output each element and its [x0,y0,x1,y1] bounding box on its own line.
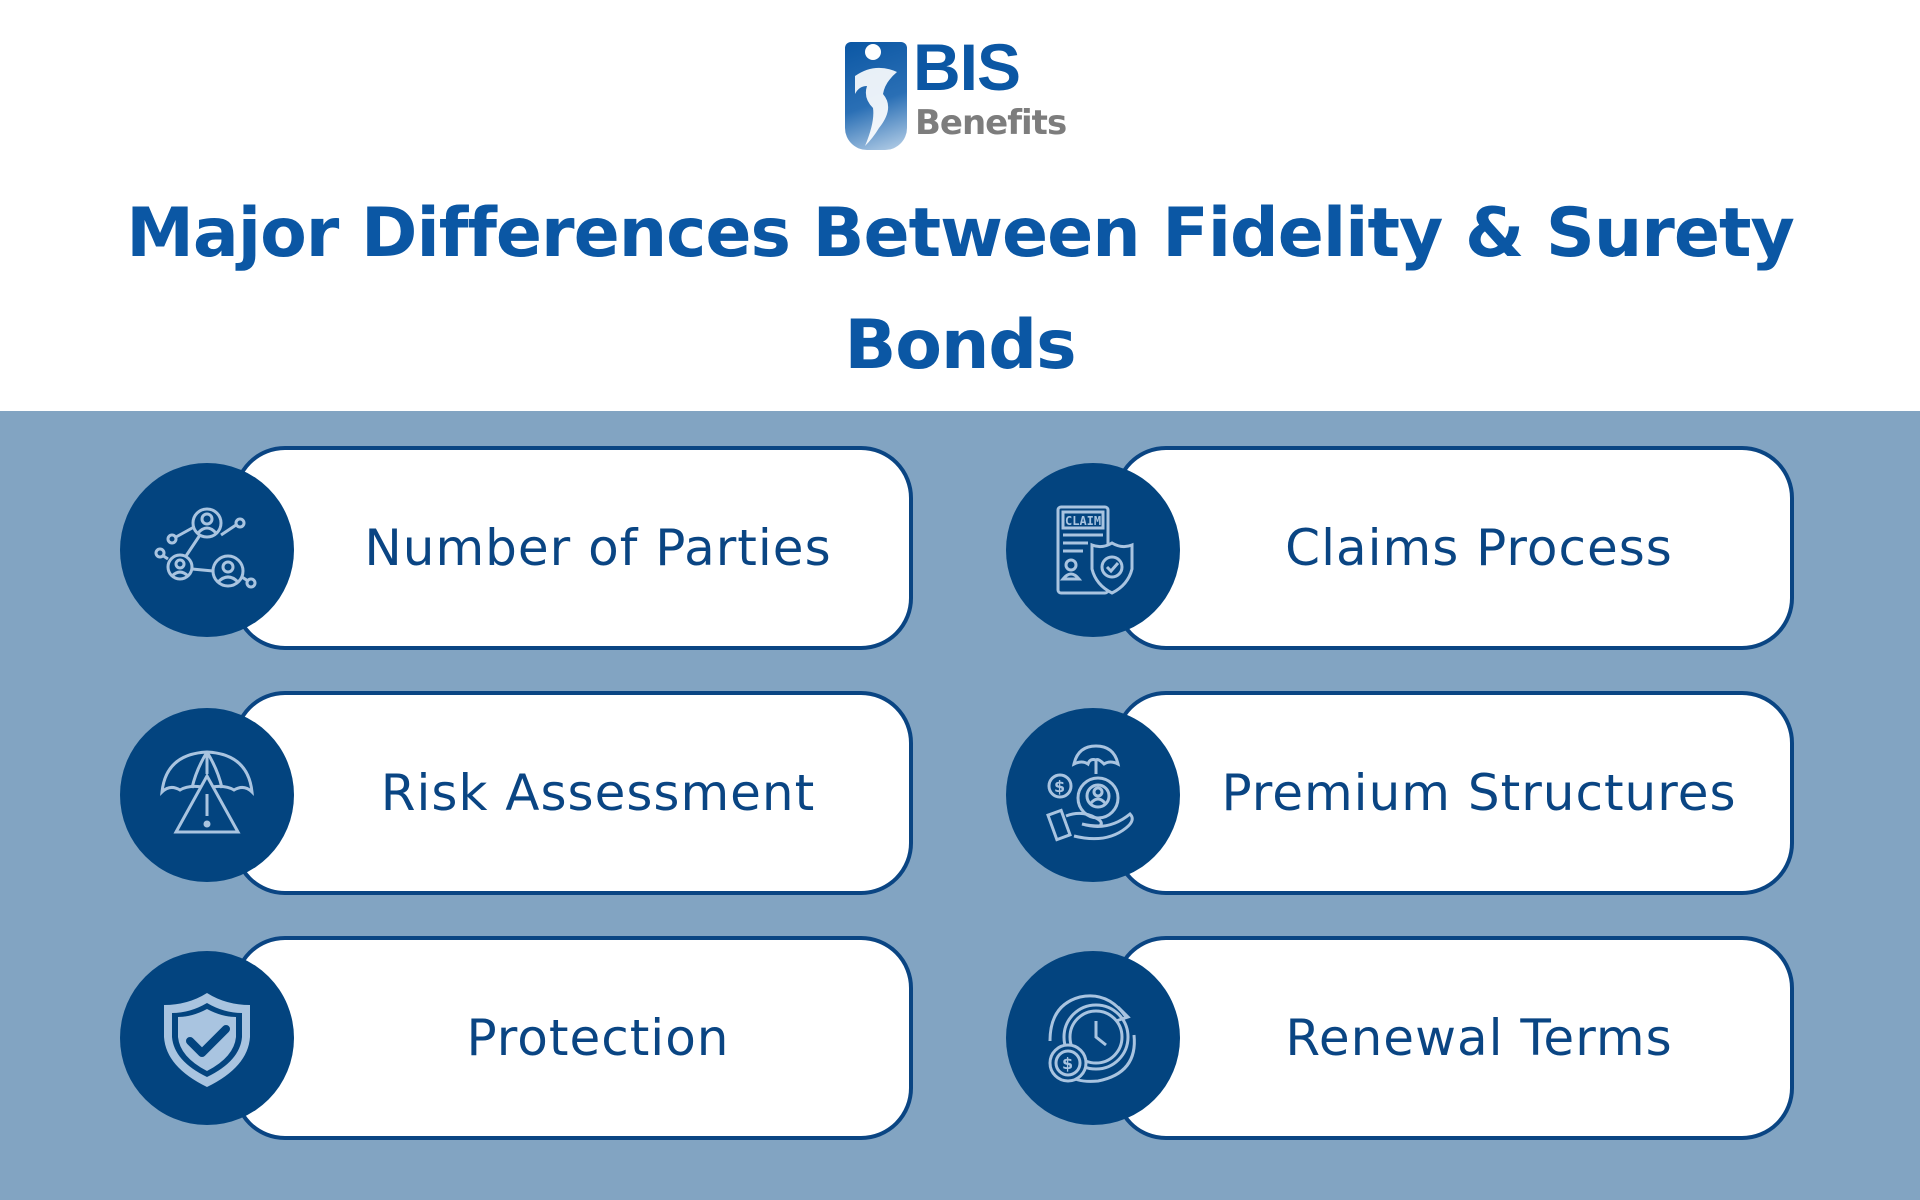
card-protection: Protection [233,936,913,1140]
svg-text:$: $ [1054,777,1065,796]
card-label: Number of Parties [364,519,832,577]
card-number-of-parties: Number of Parties [233,446,913,650]
logo-brand-text: BIS [913,30,1021,104]
svg-text:$: $ [1062,1054,1073,1073]
claim-document-shield-icon: CLAIM [1006,463,1180,637]
shield-check-icon [120,951,294,1125]
card-label: Risk Assessment [380,764,816,822]
clock-cycle-dollar-icon: $ [1006,951,1180,1125]
card-claims-process: Claims Process [1114,446,1794,650]
card-label: Renewal Terms [1285,1009,1673,1067]
card-renewal-terms: Renewal Terms [1114,936,1794,1140]
runner-logo-icon [845,42,907,150]
bis-benefits-logo: BIS Benefits [845,34,1075,152]
svg-text:CLAIM: CLAIM [1065,514,1101,528]
network-people-icon [120,463,294,637]
card-risk-assessment: Risk Assessment [233,691,913,895]
card-label: Protection [466,1009,730,1067]
card-label: Claims Process [1285,519,1673,577]
page-title: Major Differences Between Fidelity & Sur… [126,194,1795,385]
card-premium-structures: Premium Structures [1114,691,1794,895]
card-label: Premium Structures [1221,764,1737,822]
hand-gear-dollar-umbrella-icon: $ [1006,708,1180,882]
logo-sub-text: Benefits [915,103,1067,143]
umbrella-warning-icon [120,708,294,882]
